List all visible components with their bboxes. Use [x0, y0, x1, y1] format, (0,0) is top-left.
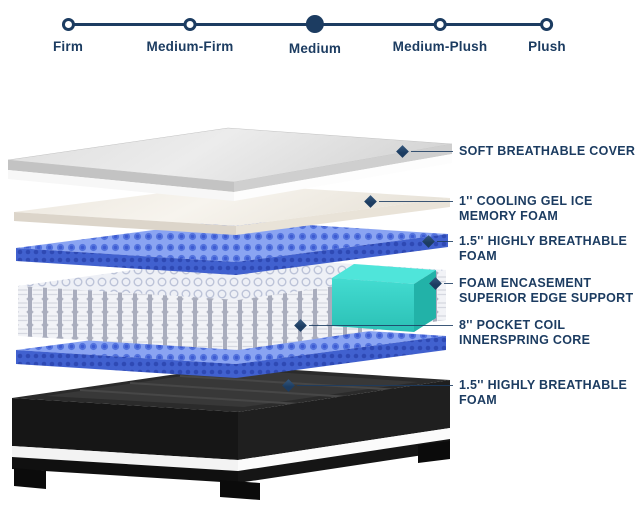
callout-line	[297, 384, 453, 386]
scale-stop-medium-firm: Medium-Firm	[147, 6, 234, 54]
scale-stop-firm: Firm	[53, 6, 83, 54]
callout-breathable-foam-top: 1.5'' HIGHLY BREATHABLE FOAM	[422, 234, 640, 263]
scale-stop-label: Medium-Firm	[146, 39, 234, 54]
callout-label: SOFT BREATHABLE COVER	[459, 144, 636, 158]
layer-memory-foam	[14, 184, 450, 235]
layer-foam-encasement	[332, 264, 436, 332]
layer-base-foundation	[12, 366, 450, 500]
callout-line	[437, 240, 453, 242]
callout-label: 1.5'' HIGHLY BREATHABLE FOAM	[459, 234, 628, 263]
callout-line	[379, 200, 453, 202]
scale-stop-label: Medium	[288, 41, 342, 56]
callout-soft-cover: SOFT BREATHABLE COVER	[396, 144, 640, 159]
layer-soft-cover	[7, 127, 453, 201]
diamond-marker-icon	[364, 194, 377, 208]
callout-pocket-coil: 8'' POCKET COIL INNERSPRING CORE	[294, 318, 609, 347]
callout-label: FOAM ENCASEMENT SUPERIOR EDGE SUPPORT	[459, 276, 634, 305]
callout-line	[309, 324, 453, 326]
diamond-marker-icon	[282, 378, 295, 392]
scale-dot-icon	[540, 18, 554, 31]
scale-stop-label: Firm	[52, 39, 84, 54]
scale-stop-medium-plush: Medium-Plush	[393, 6, 488, 54]
scale-stop-plush: Plush	[528, 6, 566, 54]
callout-label: 1.5'' HIGHLY BREATHABLE FOAM	[459, 378, 628, 407]
firmness-scale: Firm Medium-Firm Medium Medium-Plush Plu…	[0, 6, 640, 66]
callout-line	[444, 282, 453, 284]
callout-memory-foam: 1'' COOLING GEL ICE MEMORY FOAM	[364, 194, 619, 223]
scale-dot-icon	[61, 18, 75, 31]
callout-breathable-foam-bottom: 1.5'' HIGHLY BREATHABLE FOAM	[282, 378, 640, 407]
scale-dot-icon	[433, 18, 447, 31]
scale-stop-medium-active: Medium	[289, 6, 341, 56]
layer-breathable-foam-top	[16, 220, 448, 275]
callout-label: 1'' COOLING GEL ICE MEMORY FOAM	[459, 194, 593, 223]
scale-stop-label: Medium-Plush	[392, 39, 488, 54]
diamond-marker-icon	[422, 234, 435, 248]
callout-label: 8'' POCKET COIL INNERSPRING CORE	[459, 318, 591, 347]
scale-dot-icon	[183, 18, 197, 31]
callout-foam-encasement: FOAM ENCASEMENT SUPERIOR EDGE SUPPORT	[429, 276, 639, 305]
scale-dot-active-icon	[305, 15, 324, 33]
diamond-marker-icon	[429, 276, 442, 290]
diamond-marker-icon	[294, 318, 307, 332]
diamond-marker-icon	[396, 144, 409, 158]
scale-stop-label: Plush	[528, 39, 566, 54]
callout-line	[411, 150, 453, 152]
